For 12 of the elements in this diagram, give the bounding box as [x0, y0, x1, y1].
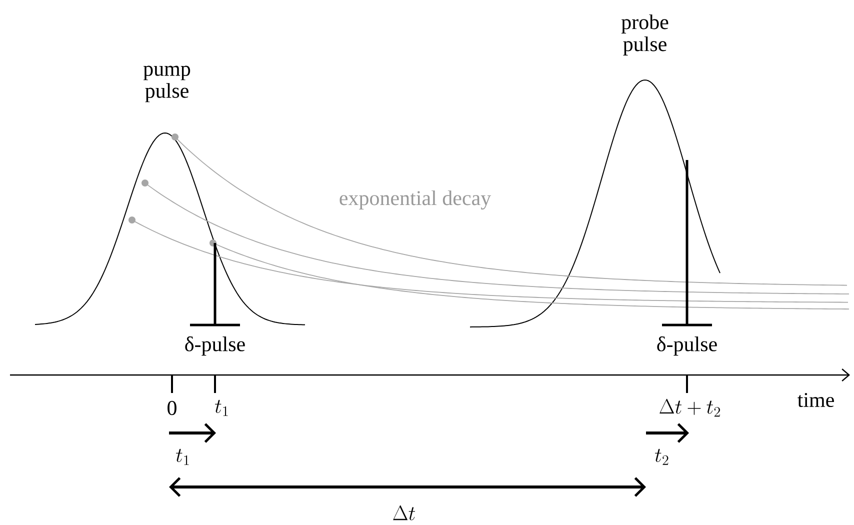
pulse-label: pump pulse: [143, 66, 190, 102]
pulse-label: δ-pulse: [185, 336, 245, 356]
tick-label: 0: [168, 400, 176, 416]
interval-label: $\Delta t$: [393, 505, 416, 520]
interval-label: $t_{1}$: [176, 448, 189, 465]
tick-label: $\Delta t+t_{2}$: [660, 398, 720, 417]
tick-label: $t_{1}$: [215, 400, 228, 416]
curve-label: exponential decay: [340, 190, 492, 210]
pulse-label: δ-pulse: [657, 336, 717, 356]
axis-label: time: [798, 392, 834, 408]
interval-label: $t_{2}$: [655, 448, 668, 465]
pulse-label: probe pulse: [621, 14, 668, 56]
